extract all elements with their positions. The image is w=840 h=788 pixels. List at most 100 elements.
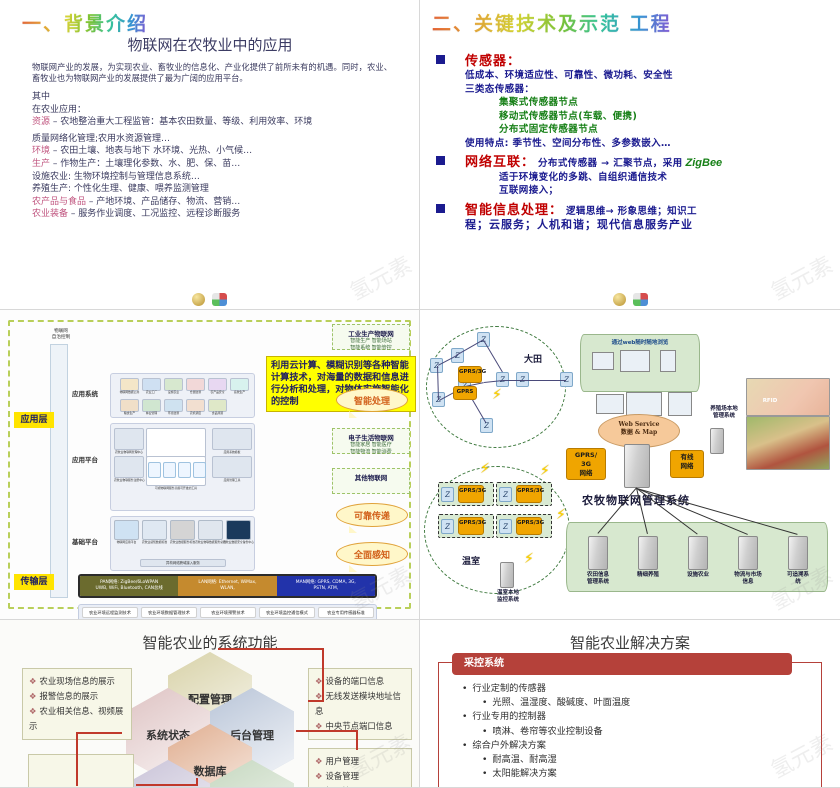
greenhouse-node-2[interactable]: Z: [499, 487, 512, 502]
platform-tile-1: [114, 428, 144, 450]
slide-4-background[interactable]: 大田温室ZZZZZZZZZGPRS/3GGPRS⚡ZGPRS/3GZGPRS/3…: [420, 310, 840, 620]
slide-1-keyword: 资源: [32, 117, 51, 128]
slide-2-body: 传感器：低成本、环境适应性、可靠性、微功耗、安全性三类态传感器：集聚式传感器节点…: [436, 50, 840, 233]
platform-tile-label-4: 农牧业物联服务注册中心: [114, 477, 145, 482]
note-right-top-item-1: ❖设备的端口信息: [315, 676, 385, 686]
app-tile-10: [186, 399, 205, 412]
lightning-icon-4: ⚡: [524, 550, 534, 566]
slide-1-line: 设施农业: 生物环境控制与管理信息系统…: [32, 171, 200, 182]
vertical-flow-arrow: [50, 344, 68, 598]
slide-1-subtitle: 物联网在农牧业中的应用: [127, 36, 293, 54]
sensor-node-6[interactable]: Z: [480, 418, 493, 433]
diamond-bullet-icon: ❖: [315, 756, 323, 766]
base-tile-label-1: 物联网应用平台: [116, 540, 137, 544]
note-right-bottom-item-1: ❖用户管理: [315, 756, 360, 766]
slide-2-detail-line: 使用特点: 季节性、空间分布性、多参数嵌入…: [465, 137, 671, 149]
base-tile-4: [198, 520, 223, 540]
app-tile-6: [230, 378, 249, 391]
web-screen-2: [626, 392, 662, 416]
slide-1-line: 农产品与食品 – 产地环境、产品储存、物流、营销…: [32, 196, 241, 207]
subsystem-label-3: 设施农业: [686, 572, 709, 578]
field-label: 大田: [524, 355, 543, 365]
note-left-item-3: ❖农业相关信息、视频展示: [29, 706, 124, 731]
app-tile-label-8: 林业管理: [145, 411, 158, 415]
subsystem-server-4: [738, 536, 758, 570]
slide-1-background[interactable]: 一、背景介绍 物联网在农牧业中的应用 物联网产业的发展，为实现农业、畜牧业的信息…: [0, 0, 420, 310]
slide-1-heading: 一、背景介绍: [22, 9, 148, 36]
solution-item-7: 太阳能解决方案: [462, 767, 816, 781]
platform-tile-2: [146, 428, 206, 458]
seal-logo-icon: [192, 293, 205, 306]
platform-tile-6: [212, 456, 252, 478]
platform-subtile-3: [178, 462, 191, 478]
app-tile-5: [208, 378, 227, 391]
slide-1-line: 质量网络化管理;农用水资源管理…: [32, 133, 171, 144]
solution-bullet-list: 行业定制的传感器光照、温湿度、酸碱度、叶面温度行业专用的控制器喷淋、卷帘等农业控…: [462, 682, 816, 781]
diamond-bullet-icon: ❖: [315, 721, 323, 731]
node-link-8: [522, 380, 566, 381]
subsystem-server-3: [688, 536, 708, 570]
farm-photo: [746, 416, 830, 470]
base-tile-3: [170, 520, 195, 540]
app-tile-4: [186, 378, 205, 391]
slide-2-detail-line: 程；云服务；人机和谐；现代信息服务产业: [465, 218, 693, 231]
slide-1-line: 其中: [32, 92, 51, 102]
app-tile-9: [164, 399, 183, 412]
slide-3-background[interactable]: 物联网 自治控制应用层传输层感知层应用系统应用平台基础平台物联网数据公共农业工厂…: [0, 310, 420, 620]
square-bullet-icon: [436, 156, 445, 165]
app-tile-label-7: 粮食生产: [123, 411, 136, 415]
app-tile-label-2: 农业工厂: [145, 390, 158, 394]
base-tile-label-4: 农牧业物联数据服务总线: [195, 540, 226, 544]
base-tile-label-2: 农牧业感知数据标准: [141, 540, 168, 544]
slide-6-background[interactable]: 智能农业解决方案 采控系统 行业定制的传感器光照、温湿度、酸碱度、叶面温度行业专…: [420, 620, 840, 788]
slide-2-inline-text: 分布式传感器 → 汇聚节点，采用: [538, 158, 683, 169]
subsystem-server-1: [588, 536, 608, 570]
diamond-bullet-icon: ❖: [315, 771, 323, 781]
slide-2-detail-line: 互联网接入；: [499, 185, 559, 196]
farm-local-server: [710, 428, 724, 454]
note-card-right-top: ❖设备的端口信息❖无线发送模块地址信息❖中央节点端口信息: [308, 668, 412, 740]
slide-2-block-title: 智能信息处理：: [465, 202, 564, 218]
transport-segment-3: MAN网络: GPRS, CDMA, 3G, PSTN, ATM,: [276, 576, 375, 596]
connector-line-2: [322, 648, 324, 700]
right-domain-title-3: 其他物联网: [354, 474, 388, 482]
greenhouse-node-4[interactable]: Z: [499, 519, 512, 534]
platform-tile-label-3: 应用系统模板: [223, 449, 241, 454]
greenhouse-node-3[interactable]: Z: [441, 519, 454, 534]
greenhouse-node-1[interactable]: Z: [441, 487, 454, 502]
app-tile-label-3: 设施农业: [167, 390, 180, 394]
app-tile-3: [164, 378, 183, 391]
web-service-cloud: Web Service 数据 & Map: [598, 414, 680, 448]
greenhouse-local-server: [500, 562, 514, 588]
seal-logo-icon: [612, 293, 626, 306]
slide-2-detail-line: 三类态传感器：: [465, 83, 535, 95]
slide-1-paragraph: 物联网产业的发展，为实现农业、畜牧业的信息化、产业化提供了前所未有的机遇。同时，…: [32, 62, 392, 83]
slide-5-background[interactable]: 智能农业的系统功能 配置管理系统状态后台管理数据库❖农业现场信息的展示❖报警信息…: [0, 620, 420, 788]
lightning-icon-5: ⚡: [480, 460, 490, 476]
web-device-2: [620, 350, 650, 372]
greenhouse-gprs-2: GPRS/3G: [516, 485, 544, 503]
slide-2-block-title-line: 智能信息处理：逻辑思维→ 形象思维；知识工: [465, 199, 840, 219]
greenhouse-gprs-4: GPRS/3G: [516, 517, 544, 535]
sensor-node-4[interactable]: Z: [496, 372, 509, 387]
slide-2-background[interactable]: 二、关键技术及示范 工程 传感器：低成本、环境适应性、可靠性、微功耗、安全性三类…: [420, 0, 840, 310]
slide-2-detail-line: 分布式固定传感器节点: [499, 124, 599, 135]
sensor-node-3[interactable]: Z: [430, 358, 443, 373]
slide-1-footer-logos: [0, 293, 419, 306]
slide-2-heading: 二、关键技术及示范 工程: [432, 9, 672, 36]
iot-network-topology-diagram: 大田温室ZZZZZZZZZGPRS/3GGPRS⚡ZGPRS/3GZGPRS/3…: [420, 310, 840, 619]
layer-label-2: 传输层: [14, 574, 54, 590]
square-bullet-icon: [436, 203, 445, 213]
org-logo-icon: [632, 293, 648, 306]
right-domain-title-1: 工业生产物联网: [348, 330, 394, 338]
farm-local-label: 养殖场本地 管理系统: [710, 406, 738, 419]
base-tile-2: [142, 520, 167, 540]
slide-6-title: 智能农业解决方案: [569, 634, 690, 652]
layer-label-1: 应用层: [14, 412, 54, 428]
sensor-node-8[interactable]: Z: [560, 372, 573, 387]
subsystem-server-2: [638, 536, 658, 570]
system-function-hex-diagram: 智能农业的系统功能 配置管理系统状态后台管理数据库❖农业现场信息的展示❖报警信息…: [0, 620, 419, 787]
field-gateway-2: GPRS: [453, 386, 477, 400]
note-right-bottom-item-3: ❖权限管理: [315, 784, 405, 787]
